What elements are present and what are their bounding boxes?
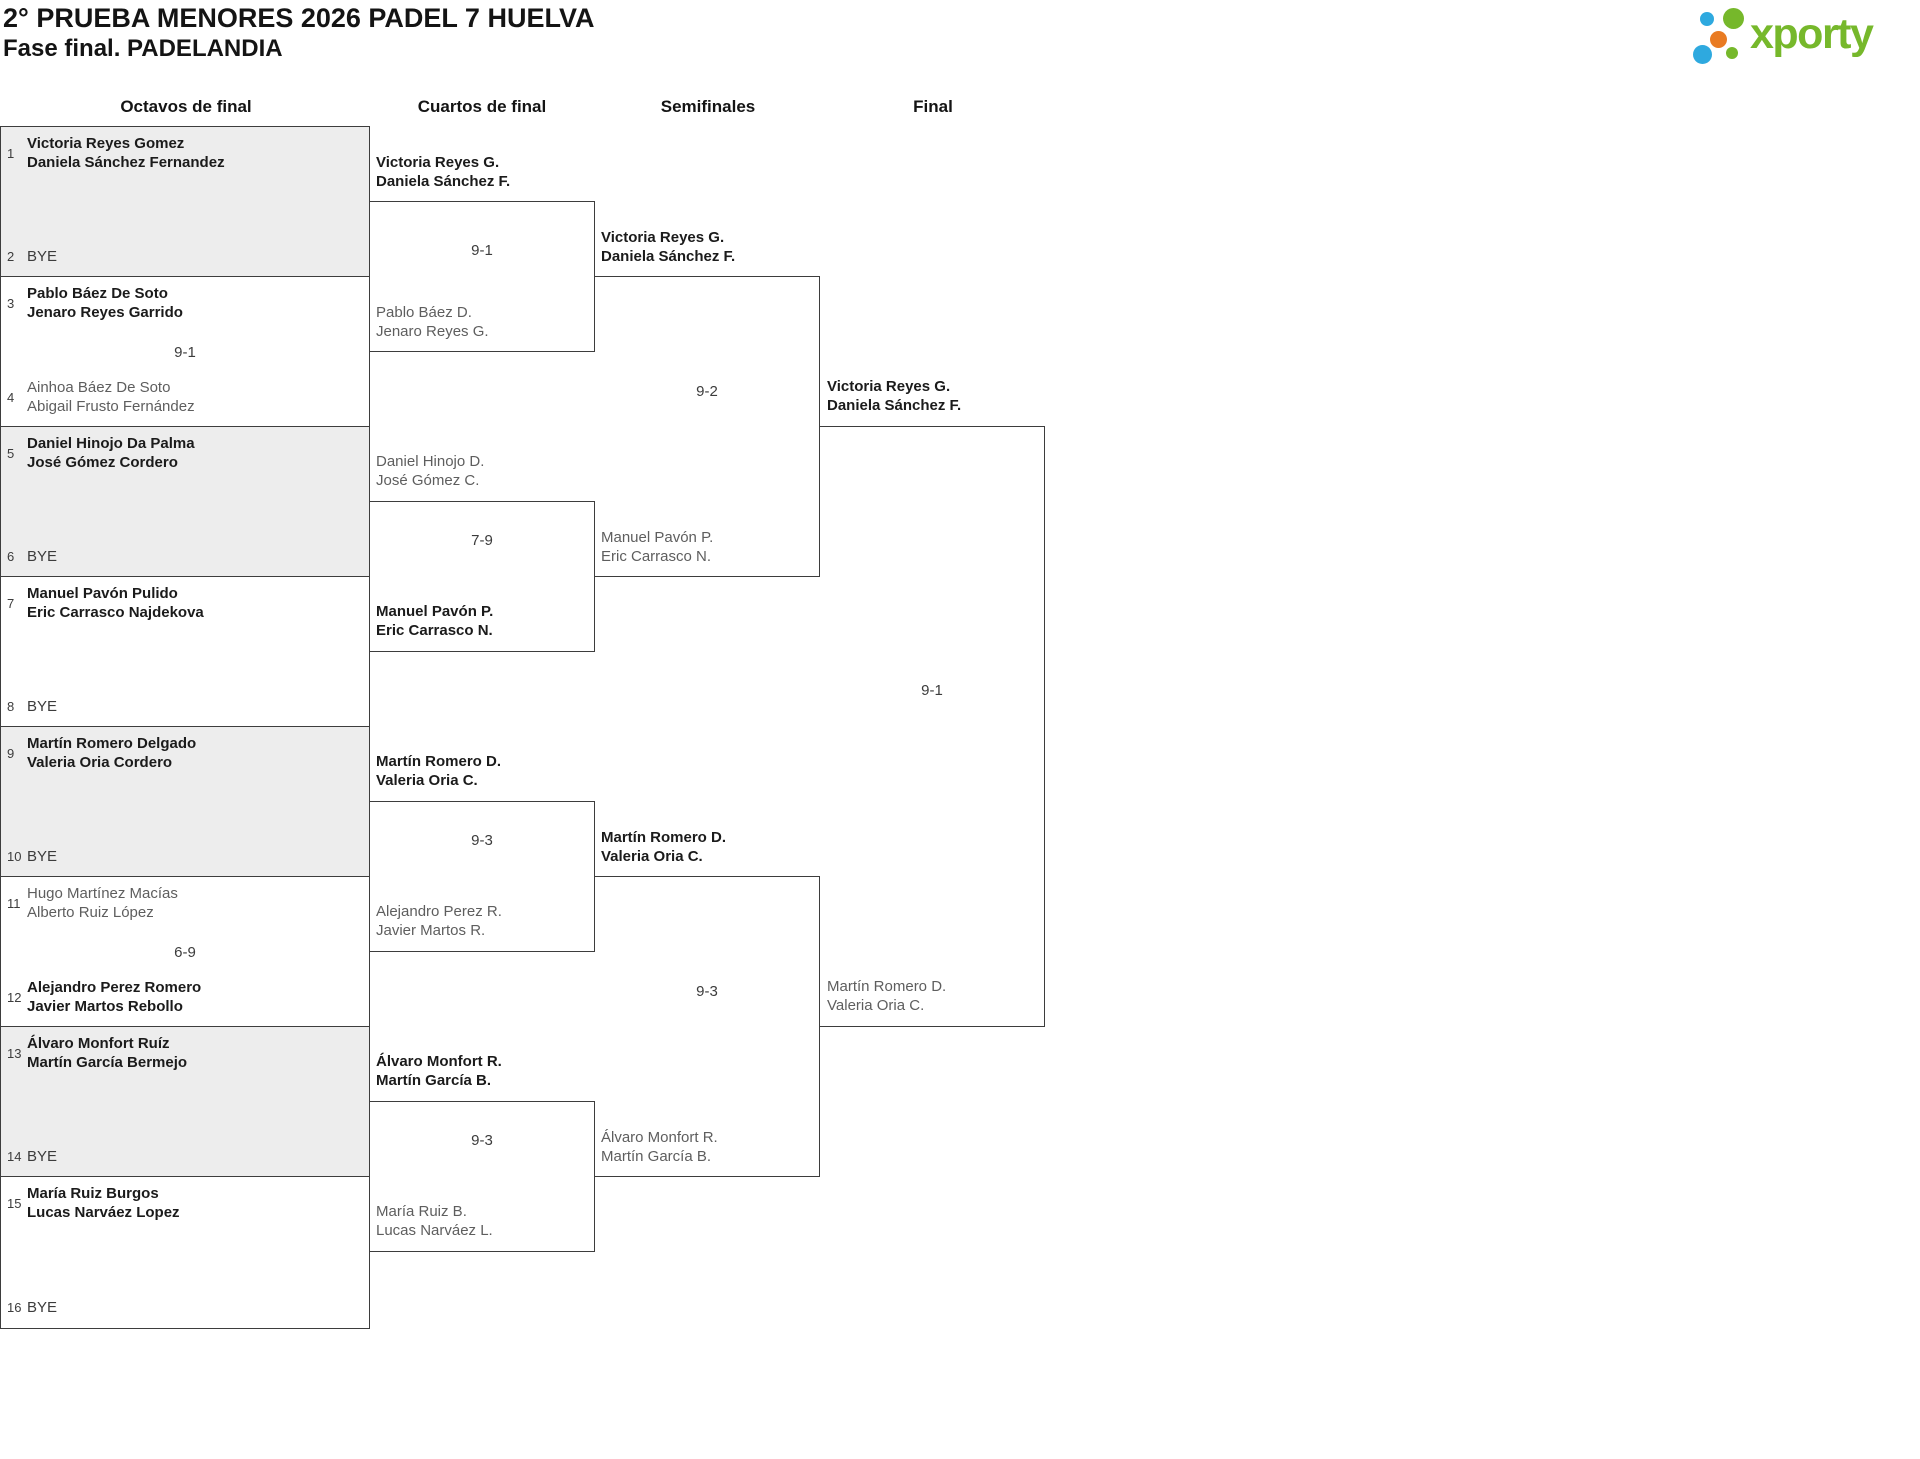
semifinal-entrant: Manuel Pavón P.Eric Carrasco N. [601,529,714,565]
seed-number: 11 [7,895,21,911]
seed-number: 2 [7,249,15,264]
seed-number: 8 [7,699,15,714]
seed-number: 7 [7,595,15,611]
final-entrant: Victoria Reyes G.Daniela Sánchez F. [827,378,962,414]
logo-dot-blue-big [1693,45,1712,64]
round-header-final: Final [913,97,953,116]
semifinal-entrant: Victoria Reyes G.Daniela Sánchez F. [601,229,736,265]
team-names: BYE [27,1299,58,1316]
logo-dot-blue-small [1700,12,1714,26]
final-entrant: Martín Romero D.Valeria Oria C. [827,978,947,1014]
logo-wordmark: xporty [1750,10,1874,58]
cuartos-entrant: Alejandro Perez R.Javier Martos R. [376,903,502,939]
seed-number: 15 [7,1195,22,1211]
seed-number: 3 [7,295,15,311]
seed-number: 9 [7,745,15,761]
round-header-octavos: Octavos de final [120,97,252,116]
cuartos-entrant: Victoria Reyes G.Daniela Sánchez F. [376,154,511,190]
semifinal-score-2: 9-3 [696,983,718,1000]
seed-number: 4 [7,389,15,405]
cuartos-score-2: 7-9 [471,532,493,549]
final-score: 9-1 [921,682,943,699]
cuartos-entrant: Daniel Hinojo D.José Gómez C. [376,453,485,489]
team-names: BYE [27,1148,58,1165]
cuartos-entrant: Pablo Báez D.Jenaro Reyes G. [376,304,489,340]
seed-number: 5 [7,445,15,461]
seed-number: 12 [7,989,22,1005]
seed-number: 6 [7,549,15,564]
seed-number: 10 [7,849,22,864]
semifinal-entrant: Álvaro Monfort R.Martín García B. [601,1129,718,1165]
seed-number: 13 [7,1045,22,1061]
cuartos-score-1: 9-1 [471,242,493,259]
team-names: BYE [27,848,58,865]
seed-number: 14 [7,1149,22,1164]
cuartos-entrant: Manuel Pavón P.Eric Carrasco N. [376,603,494,639]
team-names: BYE [27,698,58,715]
logo-dot-orange [1710,31,1727,48]
cuartos-entrant: Martín Romero D.Valeria Oria C. [376,753,502,789]
team-names: BYE [27,248,58,265]
match-score: 9-1 [174,344,196,361]
team-names: BYE [27,548,58,565]
round-header-semifinales: Semifinales [660,97,756,116]
logo-dot-green-small [1726,47,1738,59]
stage-subtitle: Fase final. PADELANDIA [3,35,283,62]
seed-number: 1 [7,145,15,161]
tournament-title: 2° PRUEBA MENORES 2026 PADEL 7 HUELVA [3,3,595,33]
semifinal-score-1: 9-2 [696,383,718,400]
match-score: 6-9 [174,944,196,961]
cuartos-score-3: 9-3 [471,832,493,849]
final-box [819,426,1045,1027]
semifinal-entrant: Martín Romero D.Valeria Oria C. [601,829,727,865]
seed-number: 16 [7,1300,22,1315]
cuartos-score-4: 9-3 [471,1132,493,1149]
round-header-cuartos: Cuartos de final [417,97,547,116]
cuartos-entrant: Álvaro Monfort R.Martín García B. [376,1053,502,1089]
cuartos-entrant: María Ruiz B.Lucas Narváez L. [376,1203,493,1239]
logo-dot-green-big [1723,8,1744,29]
